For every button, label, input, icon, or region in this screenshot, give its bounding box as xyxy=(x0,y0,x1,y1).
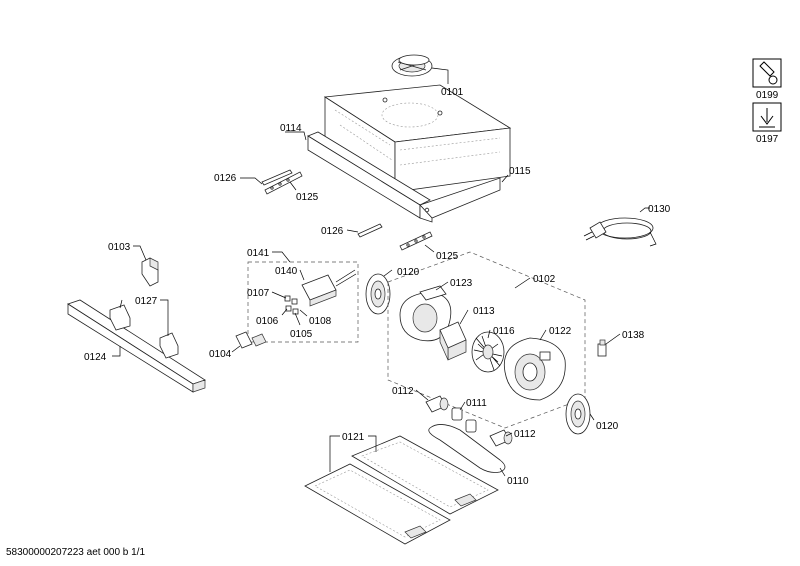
part-0101-grease-cap xyxy=(391,54,433,77)
label-0199: 0199 xyxy=(756,90,779,101)
label-0110: 0110 xyxy=(507,476,529,487)
part-0121-grease-filters xyxy=(304,435,499,545)
part-0105-0108-switches xyxy=(284,295,299,315)
document-reference: 58300000207223 aet 000 b 1/1 xyxy=(6,547,146,558)
label-0122: 0122 xyxy=(549,326,572,337)
label-0138: 0138 xyxy=(622,330,645,341)
label-0102: 0102 xyxy=(533,274,556,285)
label-0120-lower: 0120 xyxy=(596,421,619,432)
label-0141: 0141 xyxy=(247,248,270,259)
label-0113: 0113 xyxy=(473,306,495,317)
part-0112-lamp-upper xyxy=(425,395,449,413)
wrench-symbol-0199 xyxy=(752,58,782,88)
part-0126-bracket-left xyxy=(261,169,303,195)
part-0122-motor-housing xyxy=(503,337,566,401)
part-0124-front-trim xyxy=(67,299,206,393)
label-0123: 0123 xyxy=(450,278,473,289)
label-0112-upper: 0112 xyxy=(392,386,414,397)
label-0112-lower: 0112 xyxy=(514,429,536,440)
label-0125-mid: 0125 xyxy=(436,251,459,262)
label-0121: 0121 xyxy=(342,432,365,443)
label-0116: 0116 xyxy=(493,326,515,337)
part-0110-cable-loop xyxy=(428,424,506,473)
label-0105: 0105 xyxy=(290,329,313,340)
label-0104: 0104 xyxy=(209,349,232,360)
label-0130: 0130 xyxy=(648,204,671,215)
part-0138-clip xyxy=(597,339,607,357)
download-symbol-0197 xyxy=(752,102,782,132)
part-0130-power-cord xyxy=(583,217,657,247)
part-0112-lamp-lower xyxy=(489,429,513,447)
label-0101: 0101 xyxy=(441,87,464,98)
label-0114: 0114 xyxy=(280,123,302,134)
part-0127-trim-clips xyxy=(109,304,179,359)
part-0140-control-module xyxy=(301,269,357,307)
part-0113-capacitor xyxy=(439,321,467,361)
part-0111-lamp-socket xyxy=(451,407,477,433)
label-0120-upper: 0120 xyxy=(397,267,420,278)
label-0115: 0115 xyxy=(509,166,531,177)
label-0106: 0106 xyxy=(256,316,279,327)
part-0126-bracket-mid xyxy=(357,223,433,251)
label-0197: 0197 xyxy=(756,134,779,145)
label-0126-left: 0126 xyxy=(214,173,237,184)
label-0126-mid: 0126 xyxy=(321,226,344,237)
part-main-housing xyxy=(307,84,512,223)
part-0120-fan-cover-lower xyxy=(565,393,591,435)
label-0125-left: 0125 xyxy=(296,192,319,203)
label-0108: 0108 xyxy=(309,316,332,327)
part-0104-bracket xyxy=(235,331,267,349)
label-0124: 0124 xyxy=(84,352,107,363)
label-0127: 0127 xyxy=(135,296,158,307)
part-0123-scroll-housing xyxy=(399,285,452,342)
part-0120-fan-cover-upper xyxy=(365,273,391,315)
label-0107: 0107 xyxy=(247,288,270,299)
part-0103-clip xyxy=(141,257,159,287)
part-0116-impeller xyxy=(471,331,505,373)
label-0111: 0111 xyxy=(466,398,487,409)
label-0140: 0140 xyxy=(275,266,298,277)
label-0103: 0103 xyxy=(108,242,131,253)
group-0141-frame xyxy=(247,261,359,343)
